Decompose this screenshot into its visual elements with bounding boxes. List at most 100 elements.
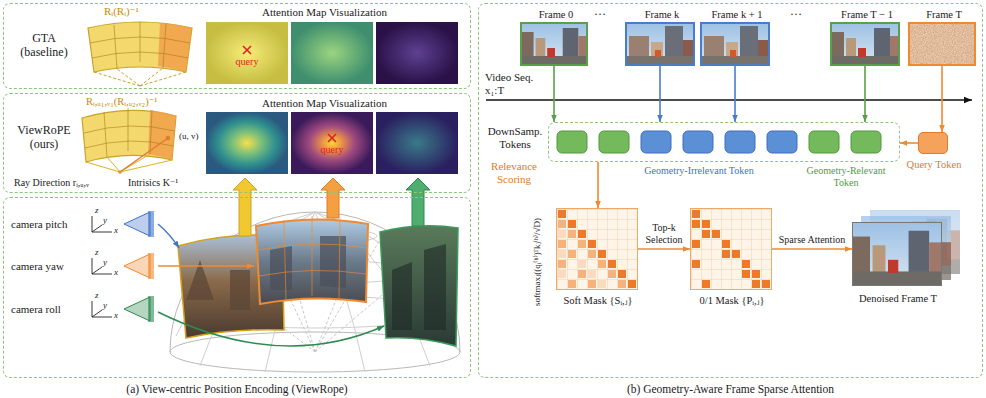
connector-arrow: [772, 248, 852, 250]
query-token: Query Token: [918, 132, 948, 154]
heading: Attention Map Visualization: [262, 97, 387, 110]
gta-rotation-patch: [88, 22, 192, 72]
attention-map: [291, 112, 373, 174]
attention-map: [206, 22, 458, 174]
ellipsis: …: [790, 5, 802, 19]
viewrope-ray-patch: [148, 110, 176, 160]
view-sphere: [392, 244, 446, 330]
camera-axes: [92, 216, 112, 317]
video-frame: Frame 0: [520, 22, 588, 66]
camera-frustum: [124, 211, 384, 346]
video-frame: Frame T − 1: [830, 22, 900, 66]
viewrope-ray-patch: [166, 136, 170, 140]
node-label: Frame 0: [512, 9, 600, 21]
formula: softmaxⱼ((qᵢ⁽ʰ⁾)ᵀkⱼ⁽ʰ⁾/√D): [532, 218, 542, 306]
heading: Attention Map Visualization: [262, 6, 387, 19]
time-axis: [486, 100, 972, 101]
binary-mask: 0/1 Mask {Pᵢ,ⱼ}: [690, 208, 772, 290]
attention-mask-grid: [557, 209, 637, 289]
viewrope-ray-patch: [86, 154, 172, 172]
axis-label: z: [95, 290, 99, 300]
connector-arrow: [553, 66, 555, 122]
camera-frustum: [124, 254, 150, 278]
step-label: Relevance Scoring: [484, 160, 544, 185]
node-label: Video Seq. x₁:T: [485, 71, 539, 96]
node-label: DownSamp. Tokens: [485, 125, 545, 150]
camera-frustum: [148, 296, 154, 322]
video-frame-image: [520, 22, 976, 66]
viewrope-ray-patch: [82, 108, 176, 174]
view-sphere: [380, 226, 458, 346]
node-label: Frame T − 1: [832, 9, 902, 21]
denoised-frame-image: [852, 210, 960, 286]
video-frame-image: [520, 22, 588, 66]
attention-map: [206, 22, 288, 84]
axis-label: x: [114, 267, 118, 277]
token: [809, 131, 839, 153]
video-frame: Frame k: [625, 22, 695, 66]
connector-arrow: [941, 66, 943, 132]
node-label: Query Token: [901, 159, 967, 171]
node-label: ViewRoPE (ours): [10, 124, 78, 152]
camera-frustum: [124, 212, 150, 236]
video-frame: Frame k + 1: [700, 22, 770, 66]
node-label: 0/1 Mask {Pᵢ,ⱼ}: [682, 295, 782, 307]
camera-frustum: [158, 265, 254, 266]
attention-mask-grid: [558, 230, 606, 288]
camera-frustum: [158, 312, 384, 346]
view-sphere: [258, 216, 367, 300]
time-axis: [486, 99, 972, 101]
view-sphere: [406, 178, 430, 226]
noise-frame: Frame T: [908, 22, 976, 66]
connector-arrow: [734, 66, 736, 122]
axis-label: x: [114, 310, 118, 320]
connector-arrow: [638, 248, 690, 250]
node-label: Frame T: [910, 9, 978, 21]
node-label: camera roll: [11, 303, 61, 316]
dashed-panel: GTA (baseline): [3, 3, 471, 89]
edge-label: Top-k Selection: [641, 222, 687, 245]
formula: Rᵢ,ᵤ₁,ᵥ₁(Rᵢ,ᵤ₂,ᵥ₂)⁻¹: [86, 96, 157, 108]
attention-mask-grid: [557, 209, 637, 289]
viewrope-ray-patch: [82, 110, 176, 162]
token: [599, 131, 629, 153]
view-sphere: [170, 212, 460, 352]
view-sphere: [170, 178, 460, 372]
axis-label: y: [103, 300, 107, 310]
denoised-frame-image: [852, 222, 942, 286]
camera-axes: [92, 216, 112, 232]
connector-arrow: [597, 162, 599, 208]
formula: Rᵢ(Rᵢ)⁻¹: [104, 5, 139, 18]
attention-map: [376, 112, 458, 174]
subfigure-caption: (a) View-centric Position Encoding (View…: [0, 383, 474, 396]
dashed-panel: camera pitchcamera yawcamera roll: [3, 197, 471, 378]
query-marker: query: [312, 144, 352, 156]
axis-label: y: [103, 257, 107, 267]
gta-rotation-patch: [94, 68, 186, 86]
binary-mask-grid: [692, 210, 770, 288]
token-group: DownSamp. TokensGeometry-Irrelevant Toke…: [548, 122, 900, 162]
axis-label: x: [114, 225, 118, 235]
gta-rotation-patch: [90, 22, 190, 69]
binary-mask-grid: [691, 209, 771, 289]
attention-mask-grid: [558, 210, 636, 288]
camera-frustum: [148, 211, 154, 237]
node-label: GTA (baseline): [10, 32, 78, 60]
token: [725, 131, 755, 153]
attention-map: [206, 112, 288, 174]
node-label: Denoised Frame T: [843, 293, 953, 305]
binary-mask-grid: [691, 209, 771, 289]
token: [683, 131, 713, 153]
node-label: camera pitch: [11, 218, 68, 231]
node-label: Geometry-Irrelevant Token: [644, 165, 754, 177]
connector-arrow: [659, 66, 661, 122]
attention-map: [376, 22, 458, 84]
camera-axes: [92, 258, 112, 274]
connector-arrow: [864, 66, 866, 122]
video-frame-image: [908, 22, 976, 66]
